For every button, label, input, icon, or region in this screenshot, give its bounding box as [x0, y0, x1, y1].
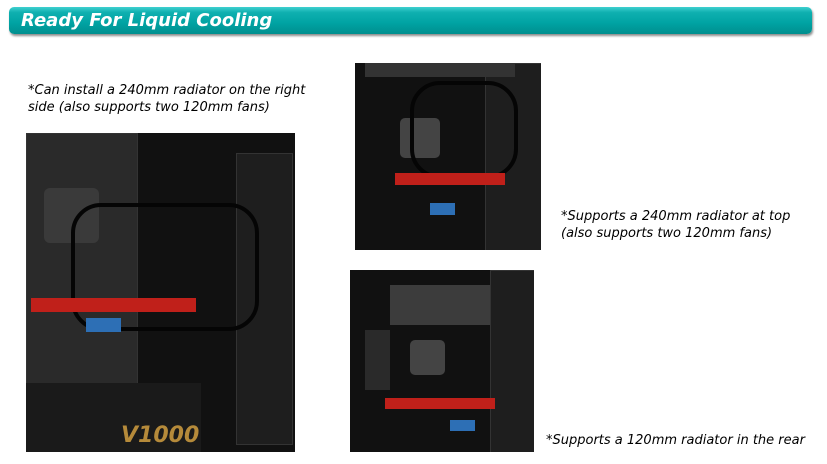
left-caption: *Can install a 240mm radiator on the rig…	[28, 82, 305, 116]
photo-top-radiator	[355, 63, 541, 250]
top-right-caption: *Supports a 240mm radiator at top (also …	[561, 208, 790, 242]
section-header-banner: Ready For Liquid Cooling	[9, 7, 812, 34]
left-caption-line-2: side (also supports two 120mm fans)	[28, 100, 270, 115]
photo-side-radiator: V1000	[26, 133, 295, 452]
photo-rear-radiator	[350, 270, 534, 452]
top-right-caption-line-1: *Supports a 240mm radiator at top	[561, 209, 791, 224]
psu-logo: V1000	[121, 423, 200, 448]
top-right-caption-line-2: (also supports two 120mm fans)	[561, 226, 773, 241]
bottom-right-caption: *Supports a 120mm radiator in the rear	[546, 433, 805, 448]
section-title: Ready For Liquid Cooling	[21, 10, 273, 31]
left-caption-line-1: *Can install a 240mm radiator on the rig…	[28, 83, 306, 98]
